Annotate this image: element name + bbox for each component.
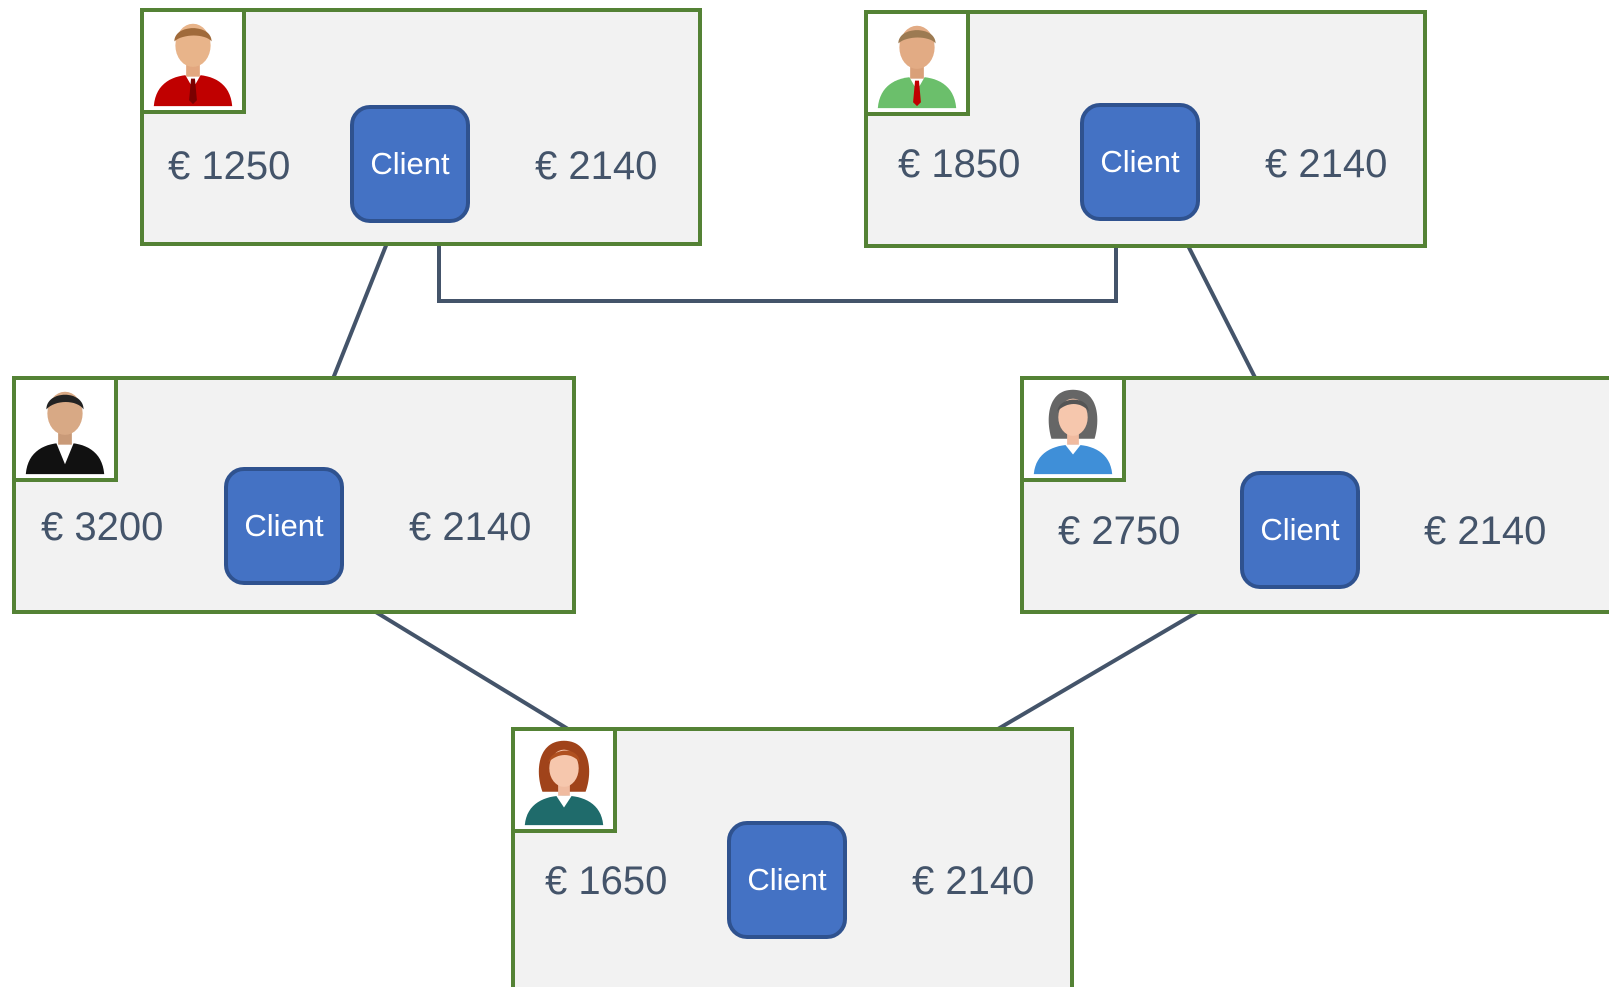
man-black-suit-icon xyxy=(25,391,105,475)
output-amount: € 2140 xyxy=(409,505,532,549)
input-amount: € 3200 xyxy=(41,505,164,549)
woman-teal-icon xyxy=(524,740,604,826)
link-top-left-to-top-right xyxy=(439,226,1116,303)
input-amount: € 1650 xyxy=(545,859,668,903)
client-node: Client xyxy=(224,467,344,585)
avatar-frame xyxy=(864,10,970,116)
input-amount: € 1850 xyxy=(898,142,1021,186)
client-node: Client xyxy=(1240,471,1360,589)
input-amount: € 1250 xyxy=(168,144,291,188)
avatar-frame xyxy=(511,727,617,833)
client-node: Client xyxy=(350,105,470,223)
man-green-suit-icon xyxy=(877,25,957,109)
man-red-suit-icon xyxy=(153,23,233,107)
woman-blue-icon xyxy=(1033,389,1113,475)
output-amount: € 2140 xyxy=(535,144,658,188)
avatar-frame xyxy=(12,376,118,482)
client-node: Client xyxy=(727,821,847,939)
input-amount: € 2750 xyxy=(1058,509,1181,553)
client-node: Client xyxy=(1080,103,1200,221)
avatar-frame xyxy=(1020,376,1126,482)
avatar-frame xyxy=(140,8,246,114)
output-amount: € 2140 xyxy=(1265,142,1388,186)
output-amount: € 2140 xyxy=(912,859,1035,903)
output-amount: € 2140 xyxy=(1424,509,1547,553)
